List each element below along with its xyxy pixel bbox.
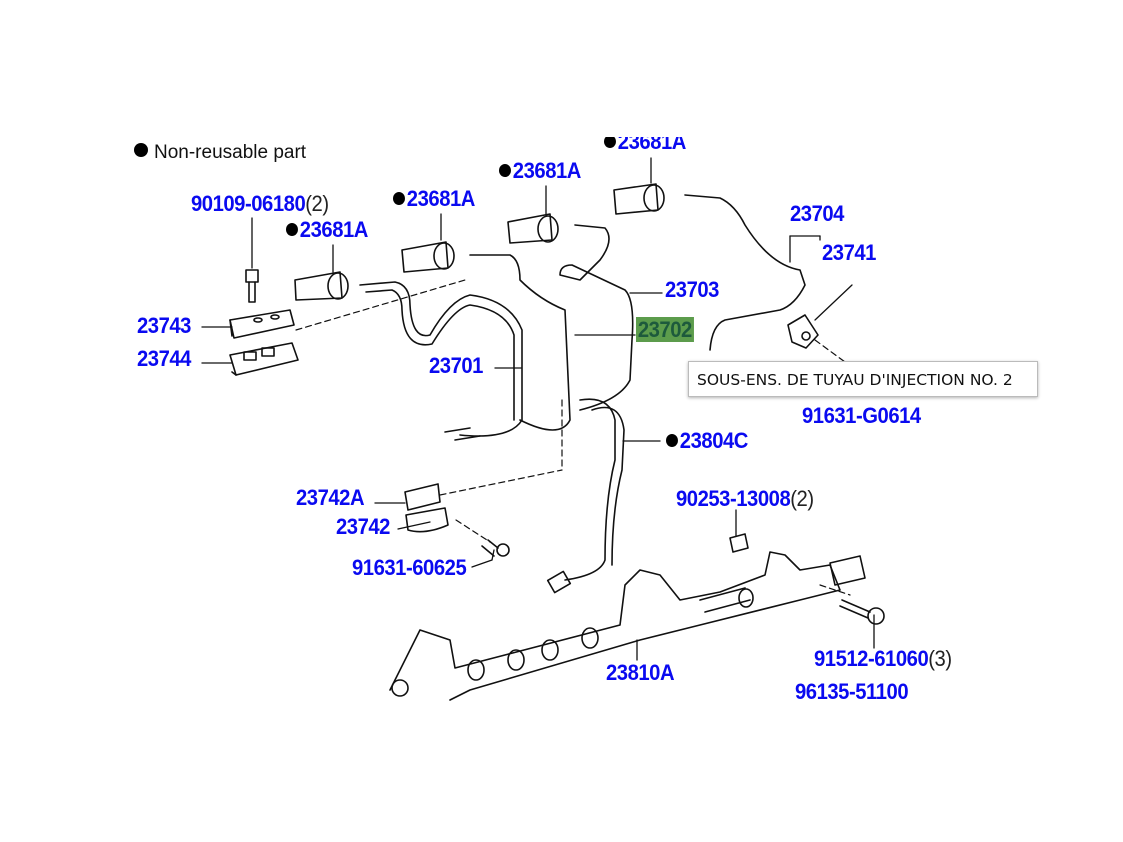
part-link-23703[interactable]: 23703 xyxy=(665,277,719,302)
part-link-90109-06180[interactable]: 90109-06180(2) xyxy=(191,192,329,216)
legend: Non-reusable part xyxy=(134,142,306,164)
injection-pipes xyxy=(359,194,806,594)
part-qty: (2) xyxy=(305,191,329,216)
part-qty: (2) xyxy=(790,486,814,511)
part-link-91512-61060[interactable]: 91512-61060(3) xyxy=(814,647,952,671)
part-link-23701[interactable]: 23701 xyxy=(429,353,483,378)
non-reusable-dot-icon xyxy=(604,137,616,148)
clamp-23744 xyxy=(229,342,299,376)
part-qty: (3) xyxy=(928,646,952,671)
parts-diagram: Non-reusable part 90109-06180(2) 23681A … xyxy=(134,129,952,704)
non-reusable-dot-icon xyxy=(286,223,298,236)
part-link-91631-60625[interactable]: 91631-60625 xyxy=(352,555,467,580)
bolt-91631 xyxy=(481,539,510,557)
part-link-23702-highlighted[interactable]: 23702 xyxy=(636,317,694,342)
part-code[interactable]: 23681A xyxy=(406,186,476,211)
clamp-23743 xyxy=(229,309,295,339)
seals xyxy=(294,183,665,301)
diagram-drawing xyxy=(201,157,885,701)
part-link-23804c[interactable]: 23804C xyxy=(666,429,748,453)
part-link-23681a[interactable]: 23681A xyxy=(604,129,687,154)
plug-90253 xyxy=(729,533,749,553)
leader-lines xyxy=(201,157,875,661)
dashed-lines xyxy=(295,279,851,596)
part-link-23744[interactable]: 23744 xyxy=(137,346,191,371)
clamp-23741 xyxy=(787,314,819,349)
part-link-90253-13008[interactable]: 90253-13008(2) xyxy=(676,487,814,511)
common-rail-23810a xyxy=(389,551,866,701)
part-link-23681a[interactable]: 23681A xyxy=(393,187,475,211)
part-link-23741[interactable]: 23741 xyxy=(822,240,876,265)
part-link-23743[interactable]: 23743 xyxy=(137,313,191,338)
bolt-91512 xyxy=(839,599,885,625)
part-code[interactable]: 23804C xyxy=(679,428,749,453)
non-reusable-dot-icon xyxy=(134,143,148,157)
part-code[interactable]: 23702 xyxy=(636,317,694,342)
part-link-23742a[interactable]: 23742A xyxy=(296,485,365,510)
clamp-23742 xyxy=(404,483,449,533)
non-reusable-dot-icon xyxy=(393,192,405,205)
part-code[interactable]: 23681A xyxy=(299,217,369,242)
part-link-23810a[interactable]: 23810A xyxy=(606,660,675,685)
part-name-tooltip: SOUS-ENS. DE TUYAU D'INJECTION NO. 2 xyxy=(688,361,1038,397)
non-reusable-dot-icon xyxy=(666,434,678,447)
non-reusable-dot-icon xyxy=(499,164,511,177)
part-link-23704[interactable]: 23704 xyxy=(790,201,844,226)
part-link-91631-g0614[interactable]: 91631-G0614 xyxy=(802,403,921,428)
bolt-90109 xyxy=(245,269,259,303)
part-code[interactable]: 91512-61060 xyxy=(814,646,929,671)
part-link-23742[interactable]: 23742 xyxy=(336,514,390,539)
part-link-23681a[interactable]: 23681A xyxy=(499,159,581,183)
part-code[interactable]: 23681A xyxy=(617,129,687,154)
part-link-96135-51100[interactable]: 96135-51100 xyxy=(795,679,909,704)
part-code[interactable]: 90253-13008 xyxy=(676,486,791,511)
part-code[interactable]: 90109-06180 xyxy=(191,191,306,216)
legend-text: Non-reusable part xyxy=(154,142,307,163)
part-link-23681a[interactable]: 23681A xyxy=(286,218,368,242)
part-code[interactable]: 23681A xyxy=(512,158,582,183)
